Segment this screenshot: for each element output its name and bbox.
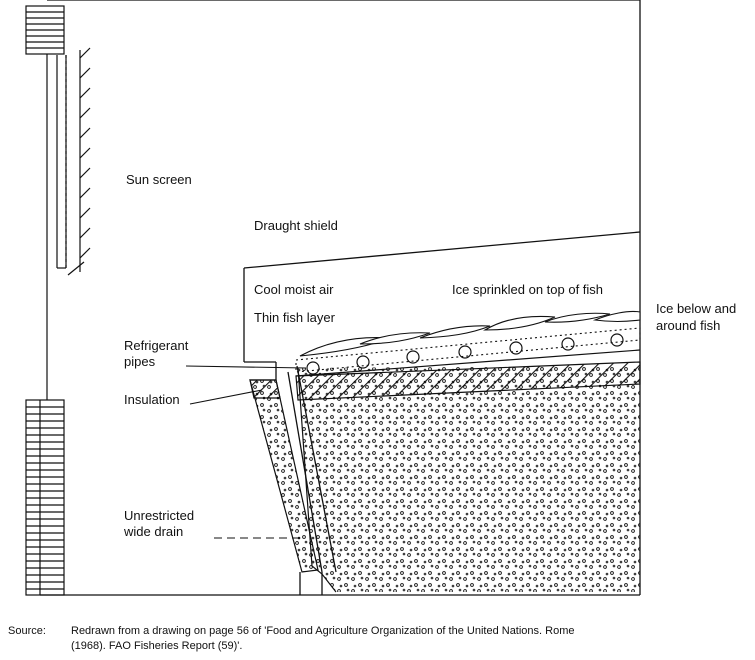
pipe-circle — [406, 350, 420, 364]
label-ice-below-line1: Ice below and — [656, 301, 736, 316]
label-refrigerant-line2: pipes — [124, 354, 156, 369]
label-cool-moist-air: Cool moist air — [254, 282, 334, 297]
refrigerant-pipes — [295, 333, 641, 377]
pipe-circle — [561, 337, 575, 351]
pipe-circle — [306, 361, 320, 375]
pipe-circle — [509, 341, 523, 355]
label-draught-shield: Draught shield — [254, 218, 338, 233]
source-text: Redrawn from a drawing on page 56 of 'Fo… — [71, 624, 751, 654]
label-thin-fish-layer: Thin fish layer — [254, 310, 336, 325]
draught-shield — [243, 231, 641, 380]
leader-lines — [185, 365, 307, 539]
label-insulation: Insulation — [124, 392, 180, 407]
label-drain-line1: Unrestricted — [124, 508, 194, 523]
label-drain-line2: wide drain — [123, 524, 183, 539]
label-sun-screen: Sun screen — [126, 172, 192, 187]
label-ice-sprinkled: Ice sprinkled on top of fish — [452, 282, 603, 297]
top-louvre-block — [25, 5, 65, 55]
label-refrigerant-line1: Refrigerant — [124, 338, 189, 353]
sun-screen-shutter — [56, 47, 91, 276]
fish-layer — [295, 310, 641, 373]
label-ice-below-line2: around fish — [656, 318, 720, 333]
hatched-shelf — [295, 361, 641, 401]
source-line-1: Redrawn from a drawing on page 56 of 'Fo… — [71, 625, 575, 637]
ice-fill — [297, 366, 640, 593]
pipe-circle — [356, 355, 370, 369]
pipe-circle — [458, 345, 472, 359]
source-line-2: (1968). FAO Fisheries Report (59)'. — [71, 640, 243, 652]
bottom-louvre-block — [25, 399, 65, 596]
pipe-circle — [610, 333, 624, 347]
wall-post — [39, 54, 48, 595]
source-key: Source: — [8, 625, 46, 637]
